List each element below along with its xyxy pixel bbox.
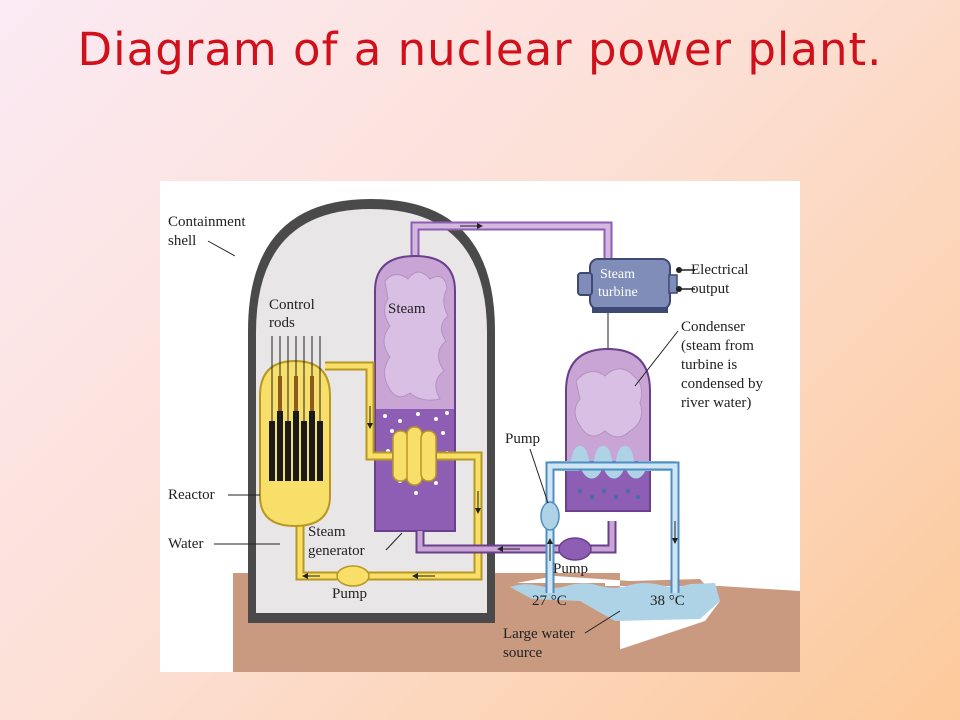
condensate-drops [578, 489, 640, 499]
pump-bottom-label: Pump [332, 586, 367, 602]
slide-title: Diagram of a nuclear power plant. [77, 23, 883, 76]
pump-right-label: Pump [553, 561, 588, 577]
primary-pump [336, 565, 370, 587]
water-label: Water [168, 536, 203, 552]
water-source [510, 583, 720, 621]
cooling-water-pump [540, 501, 560, 531]
control-rods-label-2: rods [269, 315, 295, 331]
turbine-label-2: turbine [598, 285, 638, 300]
temp-in-label: 27 °C [532, 593, 567, 609]
steam-generator-coils [392, 426, 437, 486]
diagram-svg: Steam [168, 199, 800, 672]
fuel-rods [269, 411, 323, 481]
containment-floor [248, 613, 495, 623]
containment-shell-label-1: Containment [168, 214, 246, 230]
water-source-label-1: Large water [503, 626, 575, 642]
pump-top-label: Pump [505, 431, 540, 447]
condenser-label-1: Condenser [681, 319, 745, 335]
condenser-label-2: (steam from [681, 338, 754, 354]
condenser-label-4: condensed by [681, 376, 764, 392]
electrical-output-label-1: Electrical [691, 262, 748, 278]
steam-generator-label-1: Steam [308, 524, 346, 540]
reactor-label: Reactor [168, 487, 215, 503]
condenser-label-5: river water) [681, 395, 751, 411]
control-rods-label-1: Control [269, 297, 315, 313]
electrical-output-label-2: output [691, 281, 730, 297]
temp-out-label: 38 °C [650, 593, 685, 609]
steam-generator-label-2: generator [308, 543, 365, 559]
steam-label: Steam [388, 301, 426, 317]
feedwater-pump [558, 537, 592, 561]
turbine-label-1: Steam [600, 267, 635, 282]
water-source-label-2: source [503, 645, 542, 661]
containment-shell-label-2: shell [168, 233, 196, 249]
nuclear-plant-diagram: Steam [160, 181, 800, 672]
condenser-label-3: turbine is [681, 357, 737, 373]
